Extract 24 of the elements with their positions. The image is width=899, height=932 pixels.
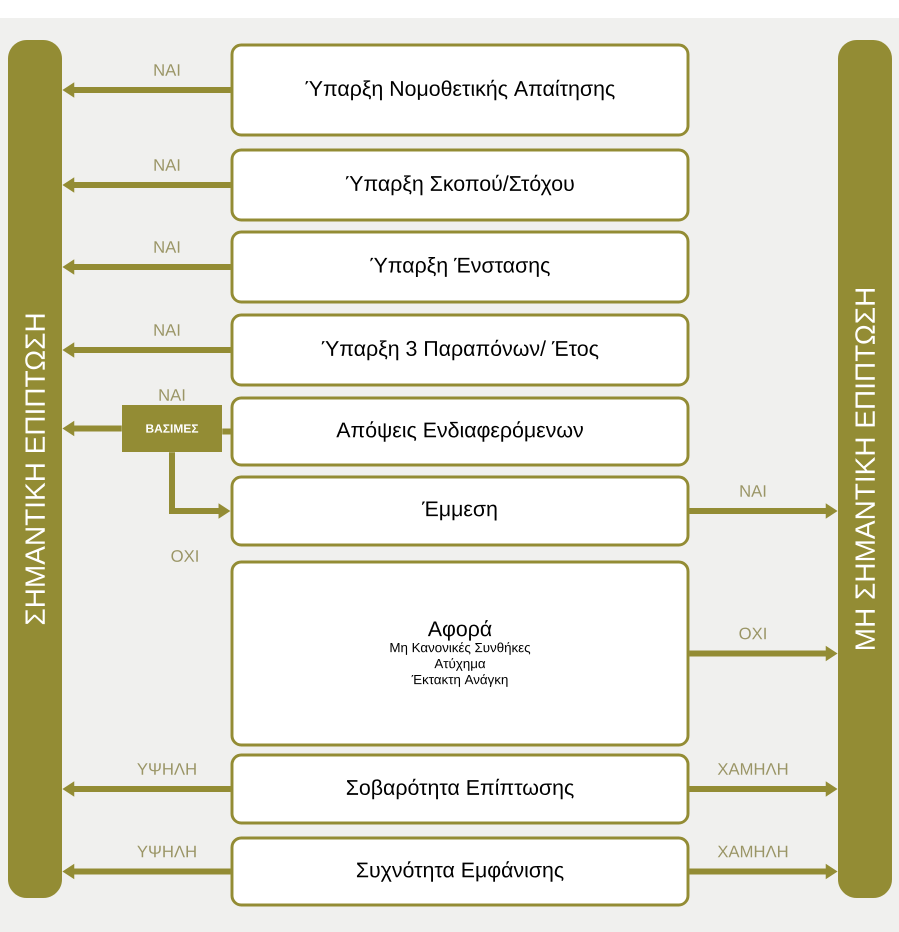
- edge-label: ΝΑΙ: [154, 241, 180, 253]
- process-box: Ύπαρξη 3 Παραπόνων/ Έτος: [230, 314, 690, 386]
- process-box: Αφορά Μη Κανονικές Συνθήκες Ατύχημα Έκτακτη Ανάγκη: [230, 560, 690, 746]
- process-box: Απόψεις Ενδιαφερόμενων: [230, 396, 690, 466]
- edge-label: ΝΑΙ: [154, 324, 180, 336]
- edge-label: ΥΨΗΛΗ: [137, 763, 196, 775]
- edge-label: ΟΧΙ: [739, 628, 766, 640]
- process-box: Σοβαρότητα Επίπτωσης: [230, 754, 690, 824]
- branch-label: ΟΧΙ: [171, 550, 198, 562]
- edge-label: ΝΑΙ: [154, 64, 180, 76]
- edge-label: ΝΑΙ: [740, 485, 766, 497]
- process-box: Συχνότητα Εμφάνισης: [230, 836, 690, 906]
- tag-box: ΒΑΣΙΜΕΣ: [122, 405, 222, 452]
- process-box: Ύπαρξη Σκοπού/Στόχου: [230, 148, 690, 222]
- edge-label: ΝΑΙ: [159, 389, 184, 401]
- edge-label: ΧΑΜΗΛΗ: [718, 846, 788, 858]
- process-box: Ύπαρξη Νομοθετικής Απαίτησης: [230, 44, 690, 136]
- edge-label: ΝΑΙ: [154, 159, 180, 171]
- process-box: Έμμεση: [230, 476, 690, 546]
- process-box: Ύπαρξη Ένστασης: [230, 230, 690, 304]
- side-bar: ΣΗΜΑΝΤΙΚΗ ΕΠΙΠΤΩΣΗ: [8, 40, 62, 898]
- edge-label: ΥΨΗΛΗ: [137, 846, 196, 858]
- side-bar: ΜΗ ΣΗΜΑΝΤΙΚΗ ΕΠΙΠΤΩΣΗ: [838, 40, 892, 898]
- edge-label: ΧΑΜΗΛΗ: [718, 763, 788, 775]
